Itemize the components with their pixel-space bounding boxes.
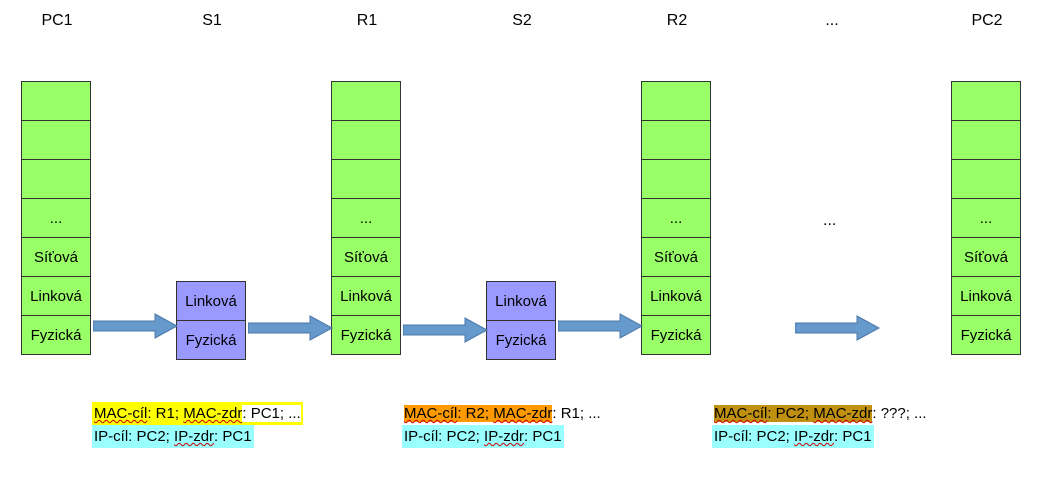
layer-cell-link: Linková xyxy=(331,276,401,316)
layer-cell-dots: ... xyxy=(21,198,91,238)
layer-cell-network: Síťová xyxy=(951,237,1021,277)
layer-cell-physical: Fyzická xyxy=(21,315,91,355)
ip-src-label: IP-zdr xyxy=(174,428,215,445)
ip-dst-value: : PC2; xyxy=(438,428,485,445)
device-label-s1: S1 xyxy=(202,12,222,29)
layer-cell-physical: Fyzická xyxy=(331,315,401,355)
layer-cell xyxy=(951,159,1021,199)
annotation-hop2: MAC-cíl: R2; MAC-zdr: R1; ... IP-cíl: PC… xyxy=(402,402,603,448)
ip-dst-value: : PC2; xyxy=(748,428,795,445)
device-label-r2: R2 xyxy=(666,12,688,29)
ip-src-label: IP-zdr xyxy=(484,428,525,445)
ip-dst-label: IP-cíl xyxy=(404,428,439,445)
layer-cell xyxy=(331,159,401,199)
mac-dst-label: MAC-cíl xyxy=(714,405,768,422)
mac-src-value: : PC1; ... xyxy=(242,405,301,422)
mac-dst-value: : R1; xyxy=(147,405,184,422)
mac-src-label: MAC-zdr xyxy=(493,405,553,422)
r2-layer-stack: ... Síťová Linková Fyzická xyxy=(641,81,711,355)
annotation-hop3: MAC-cíl: PC2; MAC-zdr: ???; ... IP-cíl: … xyxy=(712,402,929,448)
ip-dst-label: IP-cíl xyxy=(714,428,749,445)
s2-layer-stack: Linková Fyzická xyxy=(486,281,556,360)
arrow-s1-r1 xyxy=(248,315,334,341)
mac-dst-value: : PC2; xyxy=(767,405,814,422)
pc2-layer-stack: ... Síťová Linková Fyzická xyxy=(951,81,1021,355)
arrow-r1-s2 xyxy=(403,317,489,343)
layer-cell xyxy=(21,81,91,121)
layer-cell-dots: ... xyxy=(641,198,711,238)
layer-cell-link: Linková xyxy=(641,276,711,316)
device-label-pc1: PC1 xyxy=(41,12,73,29)
layer-cell-physical: Fyzická xyxy=(486,320,556,360)
ip-src-value: : PC1 xyxy=(214,428,252,445)
layer-cell-physical: Fyzická xyxy=(951,315,1021,355)
arrow-s2-r2 xyxy=(558,313,644,339)
mac-dst-value: : R2; xyxy=(457,405,494,422)
layer-cell-dots: ... xyxy=(331,198,401,238)
arrow-r2-onward xyxy=(795,315,881,341)
layer-cell xyxy=(951,120,1021,160)
layer-cell-link: Linková xyxy=(21,276,91,316)
layer-cell-link: Linková xyxy=(176,281,246,321)
s1-layer-stack: Linková Fyzická xyxy=(176,281,246,360)
mac-dst-label: MAC-cíl xyxy=(94,405,148,422)
layer-cell xyxy=(21,159,91,199)
mac-src-label: MAC-zdr xyxy=(183,405,243,422)
layer-cell-network: Síťová xyxy=(331,237,401,277)
layer-cell-link: Linková xyxy=(486,281,556,321)
ip-src-value: : PC1 xyxy=(834,428,872,445)
device-label-r1: R1 xyxy=(356,12,378,29)
device-label-gap: ... xyxy=(825,12,839,29)
gap-ellipsis: ... xyxy=(823,212,837,229)
annotation-hop1: MAC-cíl: R1; MAC-zdr: PC1; ... IP-cíl: P… xyxy=(92,402,303,448)
ip-dst-label: IP-cíl xyxy=(94,428,129,445)
device-label-pc2: PC2 xyxy=(971,12,1003,29)
layer-cell xyxy=(641,120,711,160)
layer-cell xyxy=(951,81,1021,121)
layer-cell xyxy=(331,81,401,121)
mac-header-line: MAC-cíl: R1; MAC-zdr: PC1; ... xyxy=(92,402,303,425)
layer-cell-dots: ... xyxy=(951,198,1021,238)
layer-cell-link: Linková xyxy=(951,276,1021,316)
arrow-pc1-s1 xyxy=(93,313,179,339)
mac-src-label: MAC-zdr xyxy=(813,405,873,422)
layer-cell xyxy=(331,120,401,160)
mac-src-value: : R1; ... xyxy=(552,405,601,422)
device-label-s2: S2 xyxy=(512,12,532,29)
ip-src-value: : PC1 xyxy=(524,428,562,445)
mac-src-value: : ???; ... xyxy=(872,405,927,422)
ip-header-line: IP-cíl: PC2; IP-zdr: PC1 xyxy=(712,425,874,448)
pc1-layer-stack: ... Síťová Linková Fyzická xyxy=(21,81,91,355)
mac-dst-label: MAC-cíl xyxy=(404,405,458,422)
mac-header-line: MAC-cíl: R2; MAC-zdr: R1; ... xyxy=(402,402,603,425)
ip-dst-value: : PC2; xyxy=(128,428,175,445)
layer-cell-physical: Fyzická xyxy=(176,320,246,360)
ip-header-line: IP-cíl: PC2; IP-zdr: PC1 xyxy=(92,425,254,448)
layer-cell-network: Síťová xyxy=(641,237,711,277)
layer-cell xyxy=(641,159,711,199)
ip-src-label: IP-zdr xyxy=(794,428,835,445)
layer-cell-physical: Fyzická xyxy=(641,315,711,355)
layer-cell-network: Síťová xyxy=(21,237,91,277)
mac-header-line: MAC-cíl: PC2; MAC-zdr: ???; ... xyxy=(712,402,929,425)
ip-header-line: IP-cíl: PC2; IP-zdr: PC1 xyxy=(402,425,564,448)
layer-cell xyxy=(641,81,711,121)
r1-layer-stack: ... Síťová Linková Fyzická xyxy=(331,81,401,355)
layer-cell xyxy=(21,120,91,160)
